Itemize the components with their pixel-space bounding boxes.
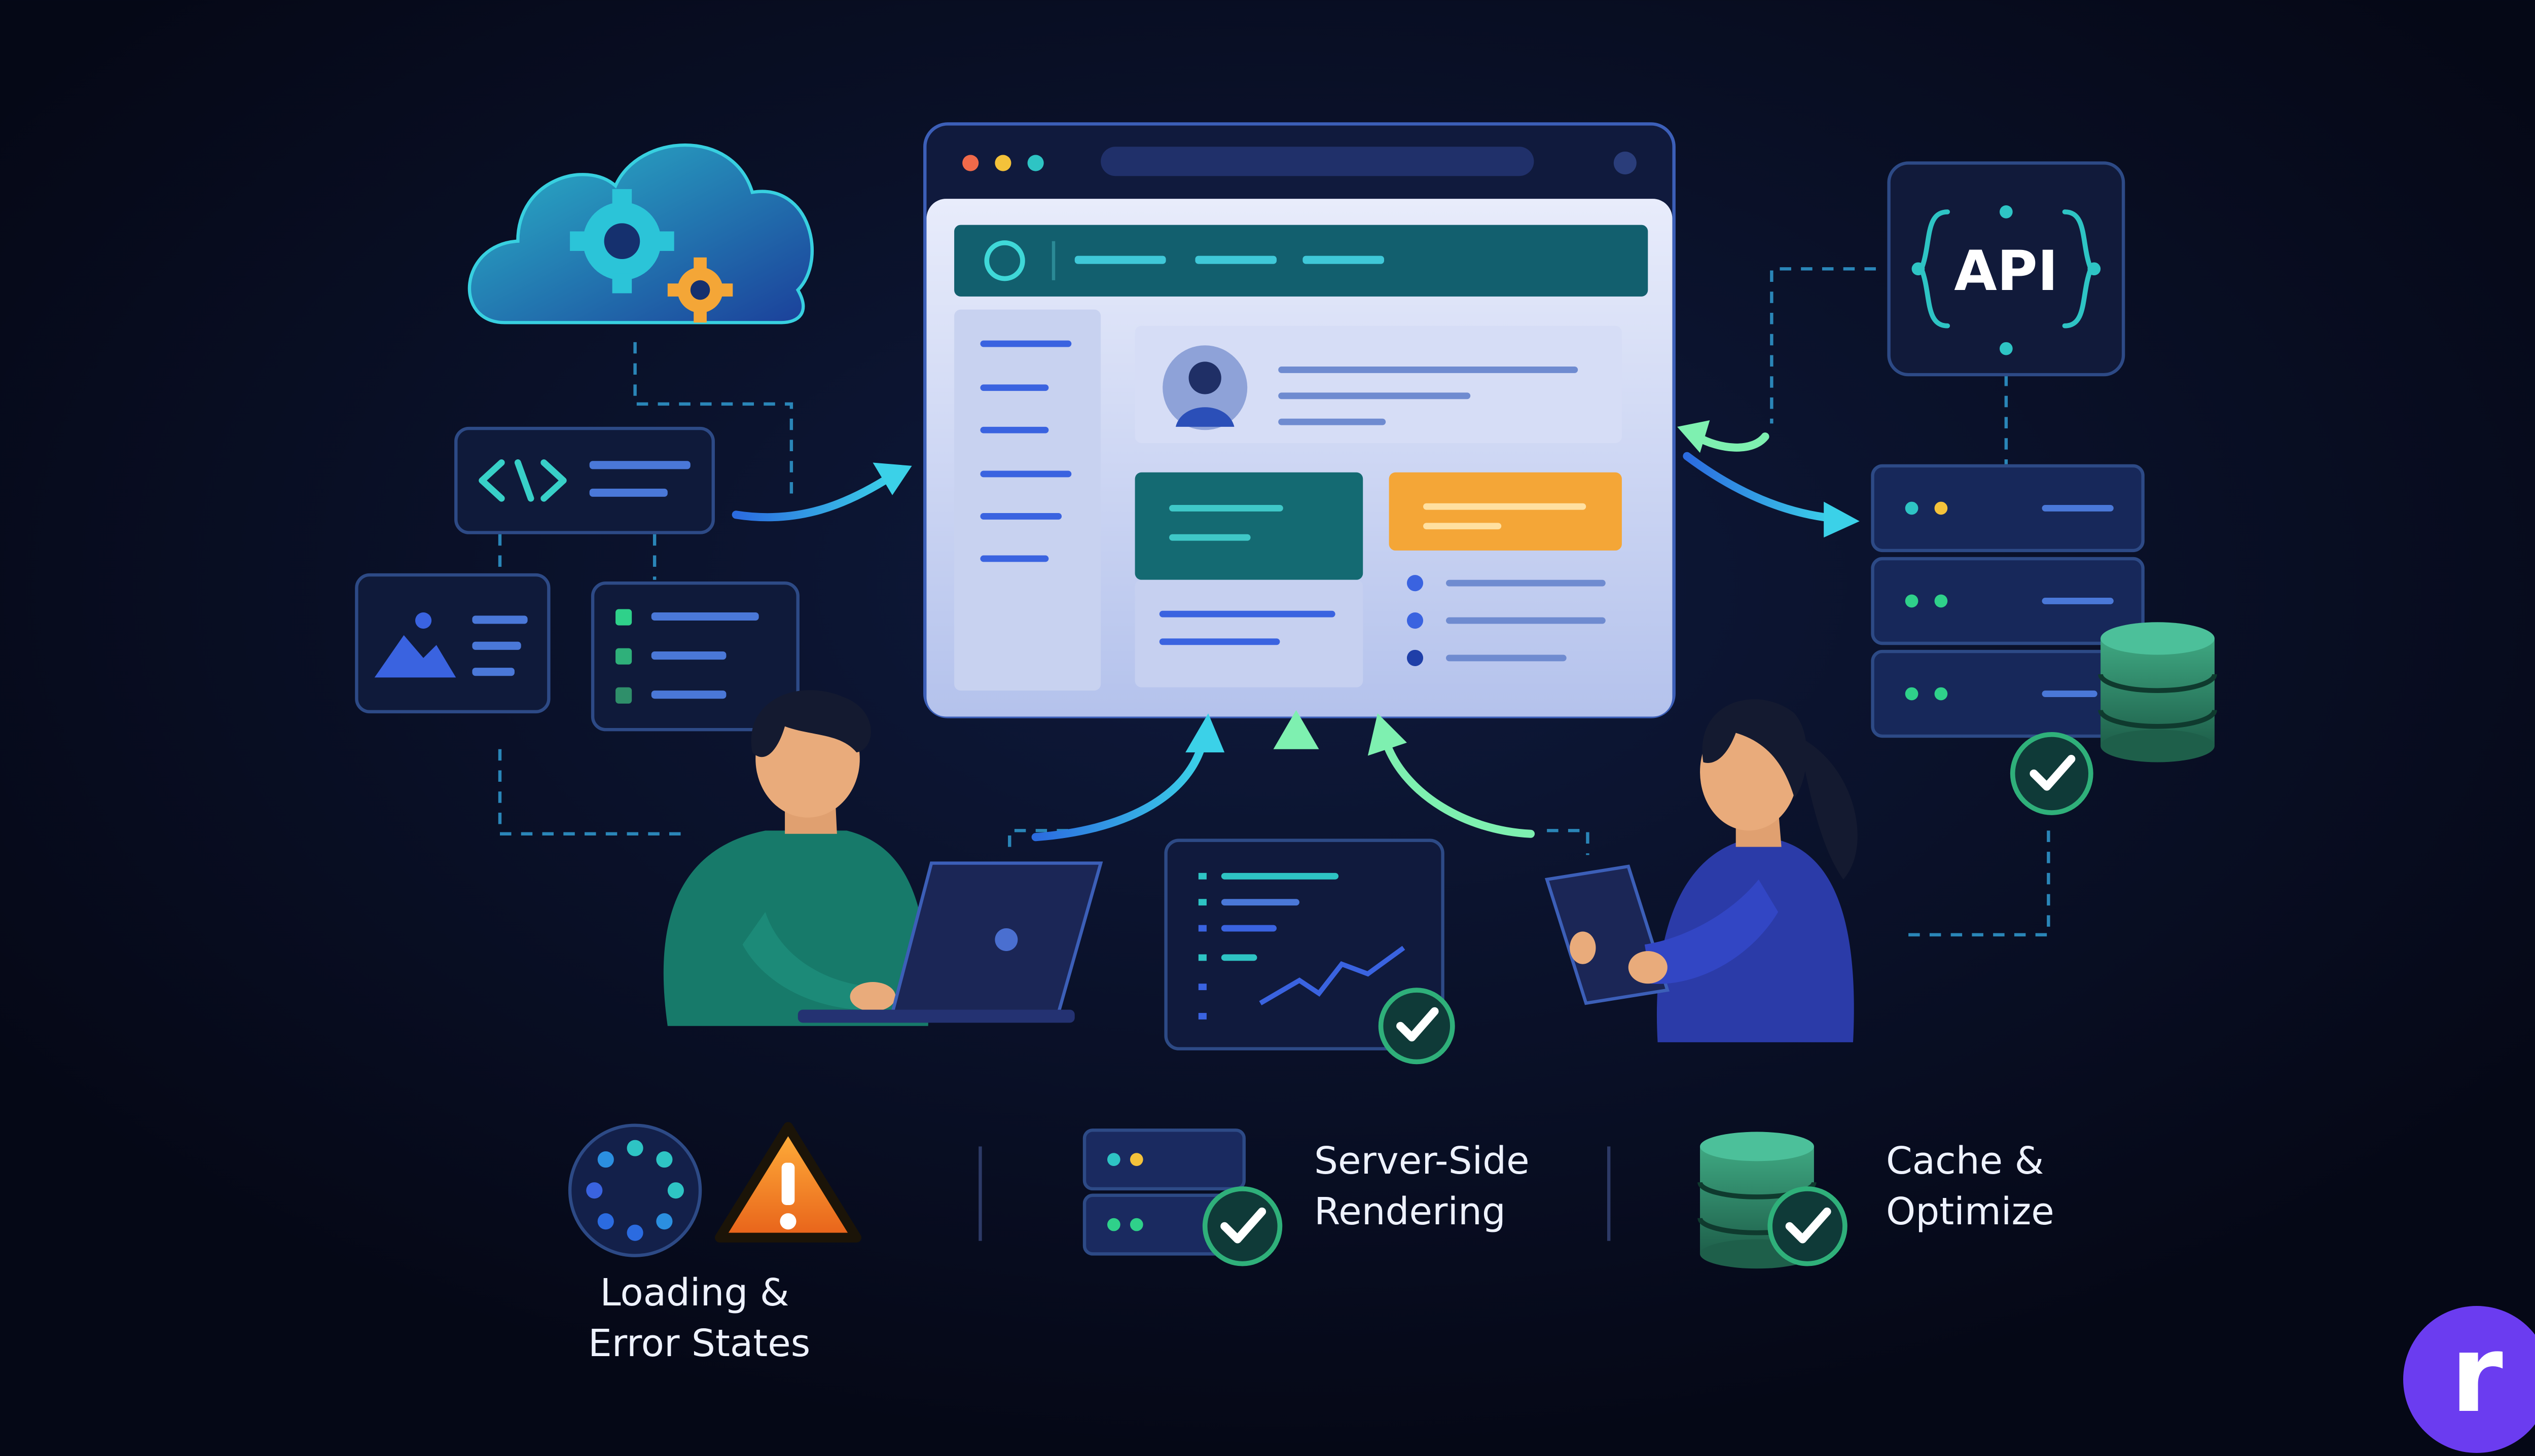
list-icon xyxy=(615,609,759,704)
feature-loading-error-label: Loading & Error States xyxy=(588,1271,811,1365)
database-icon xyxy=(2098,622,2217,762)
developer-with-laptop xyxy=(663,690,1103,1026)
check-icon xyxy=(1378,988,1455,1065)
brand-letter: r xyxy=(2450,1312,2503,1436)
api-label: API xyxy=(1954,239,2058,303)
sidebar-items xyxy=(980,340,1072,562)
arrow-to-browser xyxy=(732,462,912,522)
divider xyxy=(979,1146,982,1241)
bullet-list xyxy=(1406,575,1606,666)
cloud-gear-icon xyxy=(467,143,814,324)
arrow-browser-server xyxy=(1683,452,1860,538)
orange-card xyxy=(1389,472,1622,551)
laptop-icon xyxy=(798,861,1103,1023)
code-card xyxy=(454,426,715,534)
user-with-tablet xyxy=(1544,699,1858,1042)
window-min-dot xyxy=(995,155,1011,171)
feature-cache-label: Cache & Optimize xyxy=(1886,1139,2054,1233)
list-card xyxy=(591,581,800,732)
image-icon xyxy=(374,635,456,678)
browser-window xyxy=(923,122,1676,718)
arrow-api-browser xyxy=(1677,420,1769,453)
window-max-dot xyxy=(1027,155,1044,171)
window-close-dot xyxy=(962,155,979,171)
app-sidebar xyxy=(954,309,1101,691)
nav-link-3 xyxy=(1302,256,1384,264)
nav-link-2 xyxy=(1195,256,1277,264)
teal-card-body xyxy=(1135,579,1363,687)
check-icon xyxy=(2010,732,2093,815)
dashed-connectors xyxy=(498,267,2050,937)
dashboard-card xyxy=(1164,839,1455,1065)
server-stack xyxy=(1871,464,2217,815)
browser-menu-dot xyxy=(1613,152,1637,175)
check-icon xyxy=(1767,1186,1848,1266)
divider xyxy=(1607,1146,1611,1241)
app-header xyxy=(954,225,1648,297)
loading-spinner-icon xyxy=(568,1123,702,1257)
image-card xyxy=(355,573,551,714)
teal-card xyxy=(1135,472,1363,580)
code-icon xyxy=(479,459,567,502)
profile-card xyxy=(1135,325,1622,443)
feature-ssr-label: Server-Side Rendering xyxy=(1314,1139,1530,1233)
warning-icon xyxy=(714,1122,862,1243)
app-logo-icon xyxy=(984,240,1025,281)
database-icon xyxy=(1697,1132,1817,1269)
trend-line xyxy=(1259,945,1405,1005)
arrows-up xyxy=(1031,710,1535,842)
server-icon xyxy=(1082,1129,1246,1256)
server-icon xyxy=(1871,464,2145,553)
server-icon xyxy=(1871,557,2145,645)
address-bar xyxy=(1101,147,1534,176)
brand-logo: r xyxy=(2403,1306,2535,1453)
nav-link-1 xyxy=(1074,256,1166,264)
api-card: API xyxy=(1887,161,2125,377)
check-icon xyxy=(1202,1186,1283,1266)
